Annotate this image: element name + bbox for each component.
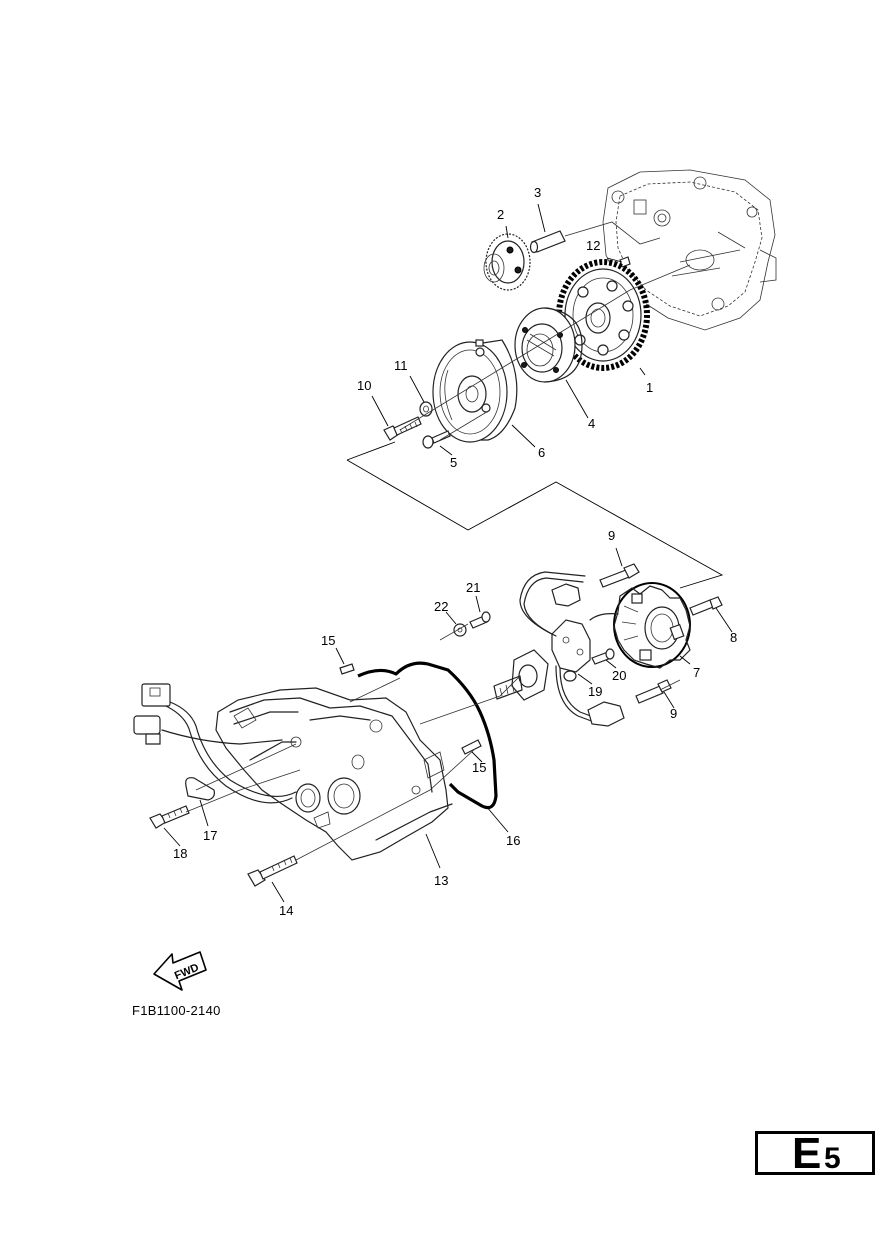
pickup-coil bbox=[551, 619, 591, 682]
callout-11: 11 bbox=[394, 358, 408, 373]
page-section-tab: E 5 bbox=[755, 1129, 875, 1178]
cover-gasket bbox=[357, 661, 498, 810]
callout-15-lower: 15 bbox=[472, 760, 486, 775]
stator-coil bbox=[613, 582, 691, 669]
starter-wheel-gear bbox=[556, 259, 650, 371]
starter-clutch bbox=[514, 307, 583, 383]
callout-9-lower: 9 bbox=[670, 706, 677, 721]
dowel-pin-upper bbox=[339, 663, 355, 675]
figure-reference-code: F1B1100-2140 bbox=[132, 1003, 221, 1018]
generator-rotor bbox=[432, 339, 518, 443]
rotor-screw bbox=[422, 430, 451, 449]
callout-4: 4 bbox=[588, 416, 595, 431]
callout-16: 16 bbox=[506, 833, 520, 848]
callout-3: 3 bbox=[534, 185, 541, 200]
group-bracket-line bbox=[346, 441, 724, 589]
callout-21: 21 bbox=[466, 580, 480, 595]
callout-1: 1 bbox=[646, 380, 653, 395]
stator-bolt-side bbox=[689, 596, 723, 616]
callout-5: 5 bbox=[450, 455, 457, 470]
callout-7: 7 bbox=[693, 665, 700, 680]
callout-10: 10 bbox=[357, 378, 371, 393]
cover-grommet-plate bbox=[493, 649, 549, 701]
axis-lines-top bbox=[399, 264, 691, 441]
callout-15-upper: 15 bbox=[321, 633, 335, 648]
callout-6: 6 bbox=[538, 445, 545, 460]
dowel-pin-lower bbox=[461, 739, 482, 755]
pickup-screw bbox=[591, 648, 615, 665]
page-section-number: 5 bbox=[824, 1142, 841, 1175]
callout-labels: 1 2 3 4 5 6 7 8 9 9 10 11 12 13 14 15 15… bbox=[173, 185, 737, 918]
callout-2: 2 bbox=[497, 207, 504, 222]
cover-bolt-long bbox=[247, 855, 298, 887]
page-section-letter: E bbox=[792, 1129, 822, 1178]
axis-lines-bottom bbox=[185, 603, 701, 861]
stator-bolt-upper bbox=[599, 563, 640, 588]
stator-wire-harness bbox=[519, 571, 625, 727]
stator-bolt-lower bbox=[635, 679, 672, 704]
generator-cover bbox=[215, 687, 453, 861]
callout-12: 12 bbox=[586, 238, 600, 253]
fwd-arrow-icon: FWD bbox=[153, 951, 207, 991]
callout-18: 18 bbox=[173, 846, 187, 861]
callout-17: 17 bbox=[203, 828, 217, 843]
callout-14: 14 bbox=[279, 903, 293, 918]
callout-9-upper: 9 bbox=[608, 528, 615, 543]
callout-13: 13 bbox=[434, 873, 448, 888]
clamp-bolt bbox=[149, 805, 190, 829]
callout-8: 8 bbox=[730, 630, 737, 645]
callout-22: 22 bbox=[434, 599, 448, 614]
callout-20: 20 bbox=[612, 668, 626, 683]
cover-screw bbox=[469, 611, 491, 629]
idler-gear bbox=[483, 233, 531, 291]
leader-lines bbox=[163, 203, 733, 903]
harness-clamp bbox=[185, 777, 215, 801]
callout-19: 19 bbox=[588, 684, 602, 699]
idler-shaft bbox=[529, 221, 661, 254]
cover-wire-harness bbox=[133, 683, 297, 804]
